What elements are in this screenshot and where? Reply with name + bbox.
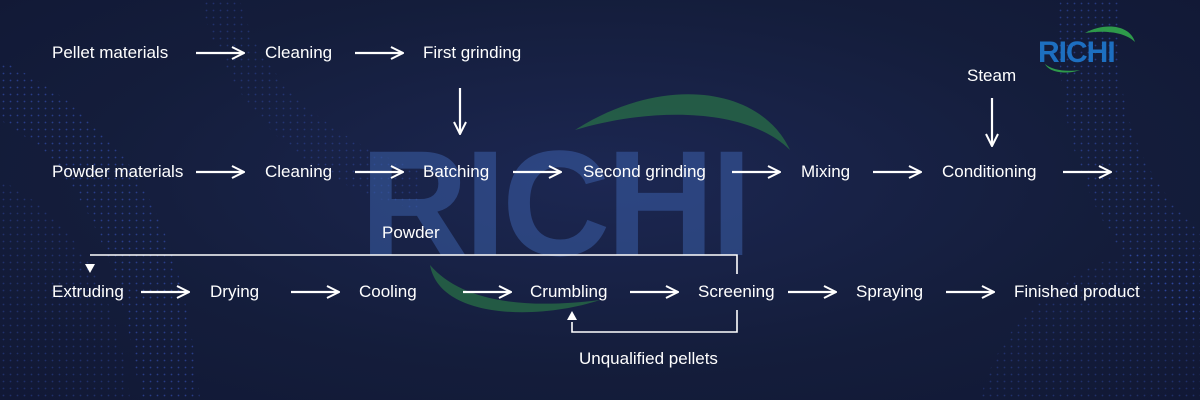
node-pellet-materials: Pellet materials [52, 43, 169, 62]
node-first-grinding: First grinding [423, 43, 522, 62]
node-second-grinding: Second grinding [583, 162, 706, 181]
watermark-swoosh-top [575, 94, 790, 150]
unqualified-loop-line [571, 310, 738, 333]
unqualified-loop-arrowhead [567, 311, 577, 320]
node-finished-product: Finished product [1014, 282, 1140, 301]
node-cleaning-2: Cleaning [265, 162, 333, 181]
dot-wave-left [0, 60, 200, 400]
label-unqualified-pellets: Unqualified pellets [579, 349, 718, 368]
node-crumbling: Crumbling [530, 282, 608, 301]
node-mixing: Mixing [801, 162, 851, 181]
watermark-swoosh-bottom [430, 265, 600, 313]
logo-swoosh-bottom [1045, 64, 1080, 73]
label-steam: Steam [967, 66, 1017, 85]
powder-loop-line [90, 254, 738, 274]
node-powder-materials: Powder materials [52, 162, 184, 181]
label-powder: Powder [382, 223, 440, 242]
watermark-text: RICHI [360, 119, 748, 287]
node-extruding: Extruding [52, 282, 124, 301]
dot-wave-top-left [200, 0, 420, 210]
node-conditioning: Conditioning [942, 162, 1037, 181]
dot-wave-left-lower [0, 180, 130, 400]
node-screening: Screening [698, 282, 775, 301]
richi-watermark: RICHI [360, 94, 790, 313]
dot-wave-right-lower [980, 250, 1200, 400]
node-cooling: Cooling [359, 282, 417, 301]
dot-wave-right [1058, 0, 1200, 330]
logo-swoosh-top [1085, 26, 1135, 42]
powder-loop-arrowhead [85, 264, 95, 273]
richi-logo: RICHI [1038, 26, 1135, 73]
node-spraying: Spraying [856, 282, 924, 301]
node-batching: Batching [423, 162, 490, 181]
node-drying: Drying [210, 282, 260, 301]
node-cleaning-1: Cleaning [265, 43, 333, 62]
logo-text: RICHI [1038, 36, 1115, 69]
